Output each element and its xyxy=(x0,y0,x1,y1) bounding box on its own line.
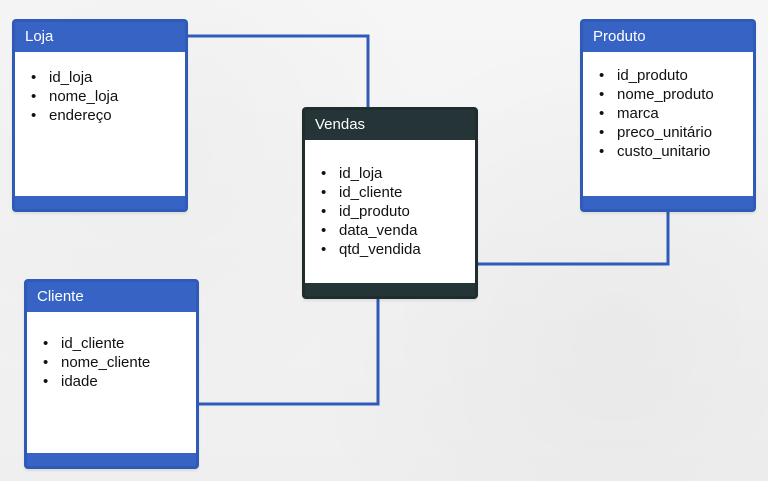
entity-title: Cliente xyxy=(27,282,196,312)
entity-title: Produto xyxy=(583,22,753,52)
connector-cliente-vendas xyxy=(199,299,380,406)
field-item: id_cliente xyxy=(41,334,150,353)
field-list: id_cliente nome_cliente idade xyxy=(41,334,150,391)
entity-footer xyxy=(305,283,475,296)
field-item: data_venda xyxy=(319,221,421,240)
field-item: id_produto xyxy=(597,66,714,85)
field-item: endereço xyxy=(29,106,118,125)
connector-produto-vendas xyxy=(478,212,670,266)
field-item: preco_unitário xyxy=(597,123,714,142)
entity-footer xyxy=(15,196,185,209)
field-item: id_loja xyxy=(29,68,118,87)
field-item: marca xyxy=(597,104,714,123)
entity-footer xyxy=(27,453,196,466)
field-item: id_loja xyxy=(319,164,421,183)
entity-vendas: Vendas id_loja id_cliente id_produto dat… xyxy=(302,107,478,299)
connector-loja-vendas xyxy=(188,34,370,107)
entity-produto: Produto id_produto nome_produto marca pr… xyxy=(580,19,756,212)
field-item: nome_loja xyxy=(29,87,118,106)
field-item: qtd_vendida xyxy=(319,240,421,259)
entity-loja: Loja id_loja nome_loja endereço xyxy=(12,19,188,212)
field-list: id_loja nome_loja endereço xyxy=(29,68,118,125)
field-item: idade xyxy=(41,372,150,391)
field-item: id_cliente xyxy=(319,183,421,202)
field-list: id_loja id_cliente id_produto data_venda… xyxy=(319,164,421,259)
field-item: id_produto xyxy=(319,202,421,221)
field-list: id_produto nome_produto marca preco_unit… xyxy=(597,66,714,161)
entity-footer xyxy=(583,196,753,209)
entity-title: Loja xyxy=(15,22,185,52)
entity-cliente: Cliente id_cliente nome_cliente idade xyxy=(24,279,199,469)
entity-title: Vendas xyxy=(305,110,475,140)
field-item: custo_unitario xyxy=(597,142,714,161)
field-item: nome_produto xyxy=(597,85,714,104)
field-item: nome_cliente xyxy=(41,353,150,372)
